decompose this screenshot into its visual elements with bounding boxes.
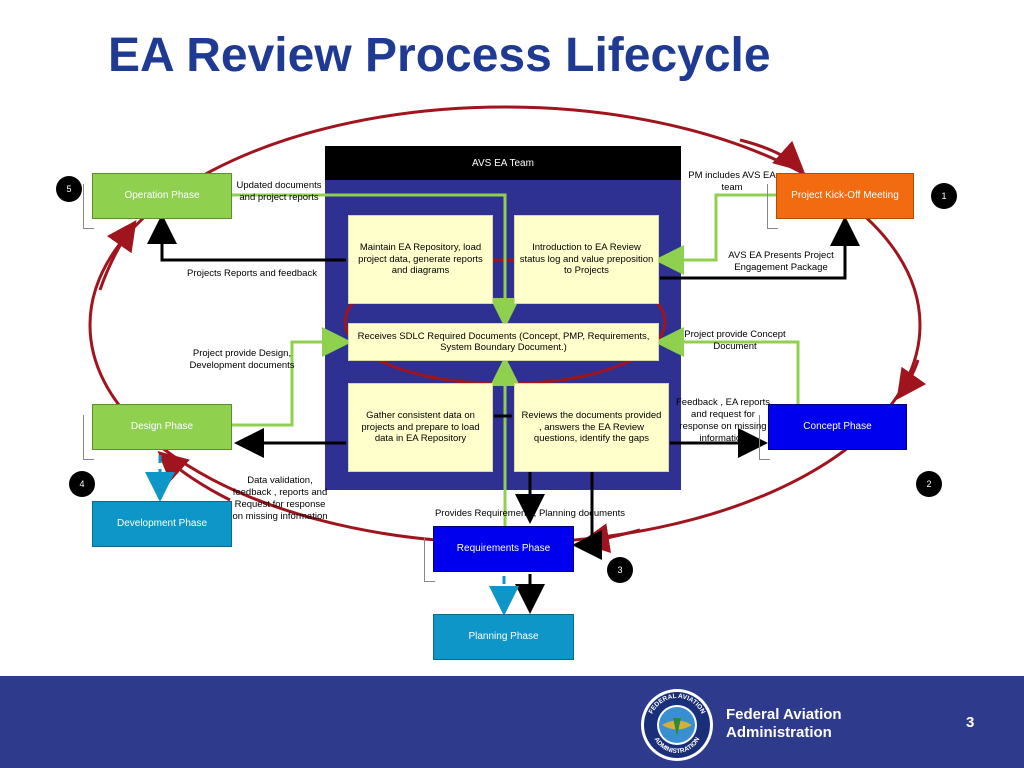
cycle-arrow-to-kickoff <box>739 138 805 173</box>
development-phase-box: Development Phase <box>92 501 232 547</box>
faa-name-line2: Administration <box>726 724 832 741</box>
faa-name: Federal Aviation Administration <box>726 706 842 742</box>
black-arrow-requirements-connector <box>572 470 602 560</box>
black-arrow-maintain-to-operation <box>147 214 346 262</box>
updated-documents-label: Updated documents and project reports <box>236 180 322 203</box>
page-number: 3 <box>966 714 975 731</box>
green-arrow-concept-to-receives <box>654 327 800 404</box>
faa-name-line1: Federal Aviation <box>726 706 842 723</box>
cycle-arrow-to-operation <box>98 220 137 291</box>
concept-phase-box: Concept Phase <box>759 404 907 460</box>
requirements-phase-box: Requirements Phase <box>424 526 574 582</box>
green-arrow-kickoff-to-intro <box>654 193 776 275</box>
design-phase-box: Design Phase <box>83 404 232 460</box>
reviews-documents-box: Reviews the documents provided , answers… <box>514 383 669 472</box>
operation-phase-box: Operation Phase <box>83 173 232 229</box>
feedback-reports-label: Feedback , EA reports and request for re… <box>676 397 770 444</box>
green-arrow-design-to-receives <box>232 327 352 427</box>
step-number-3: 3 <box>607 557 633 583</box>
maintain-repository-box: Maintain EA Repository, load project dat… <box>348 215 493 304</box>
step-number-1: 1 <box>931 183 957 209</box>
pm-includes-label: PM includes AVS EA team <box>688 170 776 193</box>
green-arrow-operation-to-receives <box>232 193 520 328</box>
provides-requirements-label: Provides Requirements, Planning document… <box>434 508 626 519</box>
gather-data-box: Gather consistent data on projects and p… <box>348 383 493 472</box>
provide-concept-label: Project provide Concept Document <box>684 329 786 352</box>
planning-phase-box: Planning Phase <box>433 614 574 660</box>
cycle-arrow-to-design <box>157 451 231 502</box>
data-validation-label: Data validation, feedback , reports and … <box>232 475 328 522</box>
black-arrow-intro-to-kickoff <box>660 216 860 280</box>
footer-bar <box>0 676 1024 768</box>
projects-reports-label: Projects Reports and feedback <box>187 268 317 279</box>
step-number-5: 5 <box>56 176 82 202</box>
provide-design-label: Project provide Design, Development docu… <box>189 348 295 371</box>
cycle-arrow-to-concept <box>896 359 927 400</box>
receives-documents-box: Receives SDLC Required Documents (Concep… <box>348 323 659 361</box>
step-number-2: 2 <box>916 471 942 497</box>
introduction-box: Introduction to EA Review status log and… <box>514 215 659 304</box>
avs-team-header: AVS EA Team <box>325 146 681 180</box>
step-number-4: 4 <box>69 471 95 497</box>
page-title: EA Review Process Lifecycle <box>108 29 771 82</box>
presents-package-label: AVS EA Presents Project Engagement Packa… <box>728 250 834 273</box>
faa-seal-logo: FEDERAL AVIATION ADMINISTRATION <box>641 689 713 761</box>
kickoff-meeting-box: Project Kick-Off Meeting <box>767 173 914 229</box>
